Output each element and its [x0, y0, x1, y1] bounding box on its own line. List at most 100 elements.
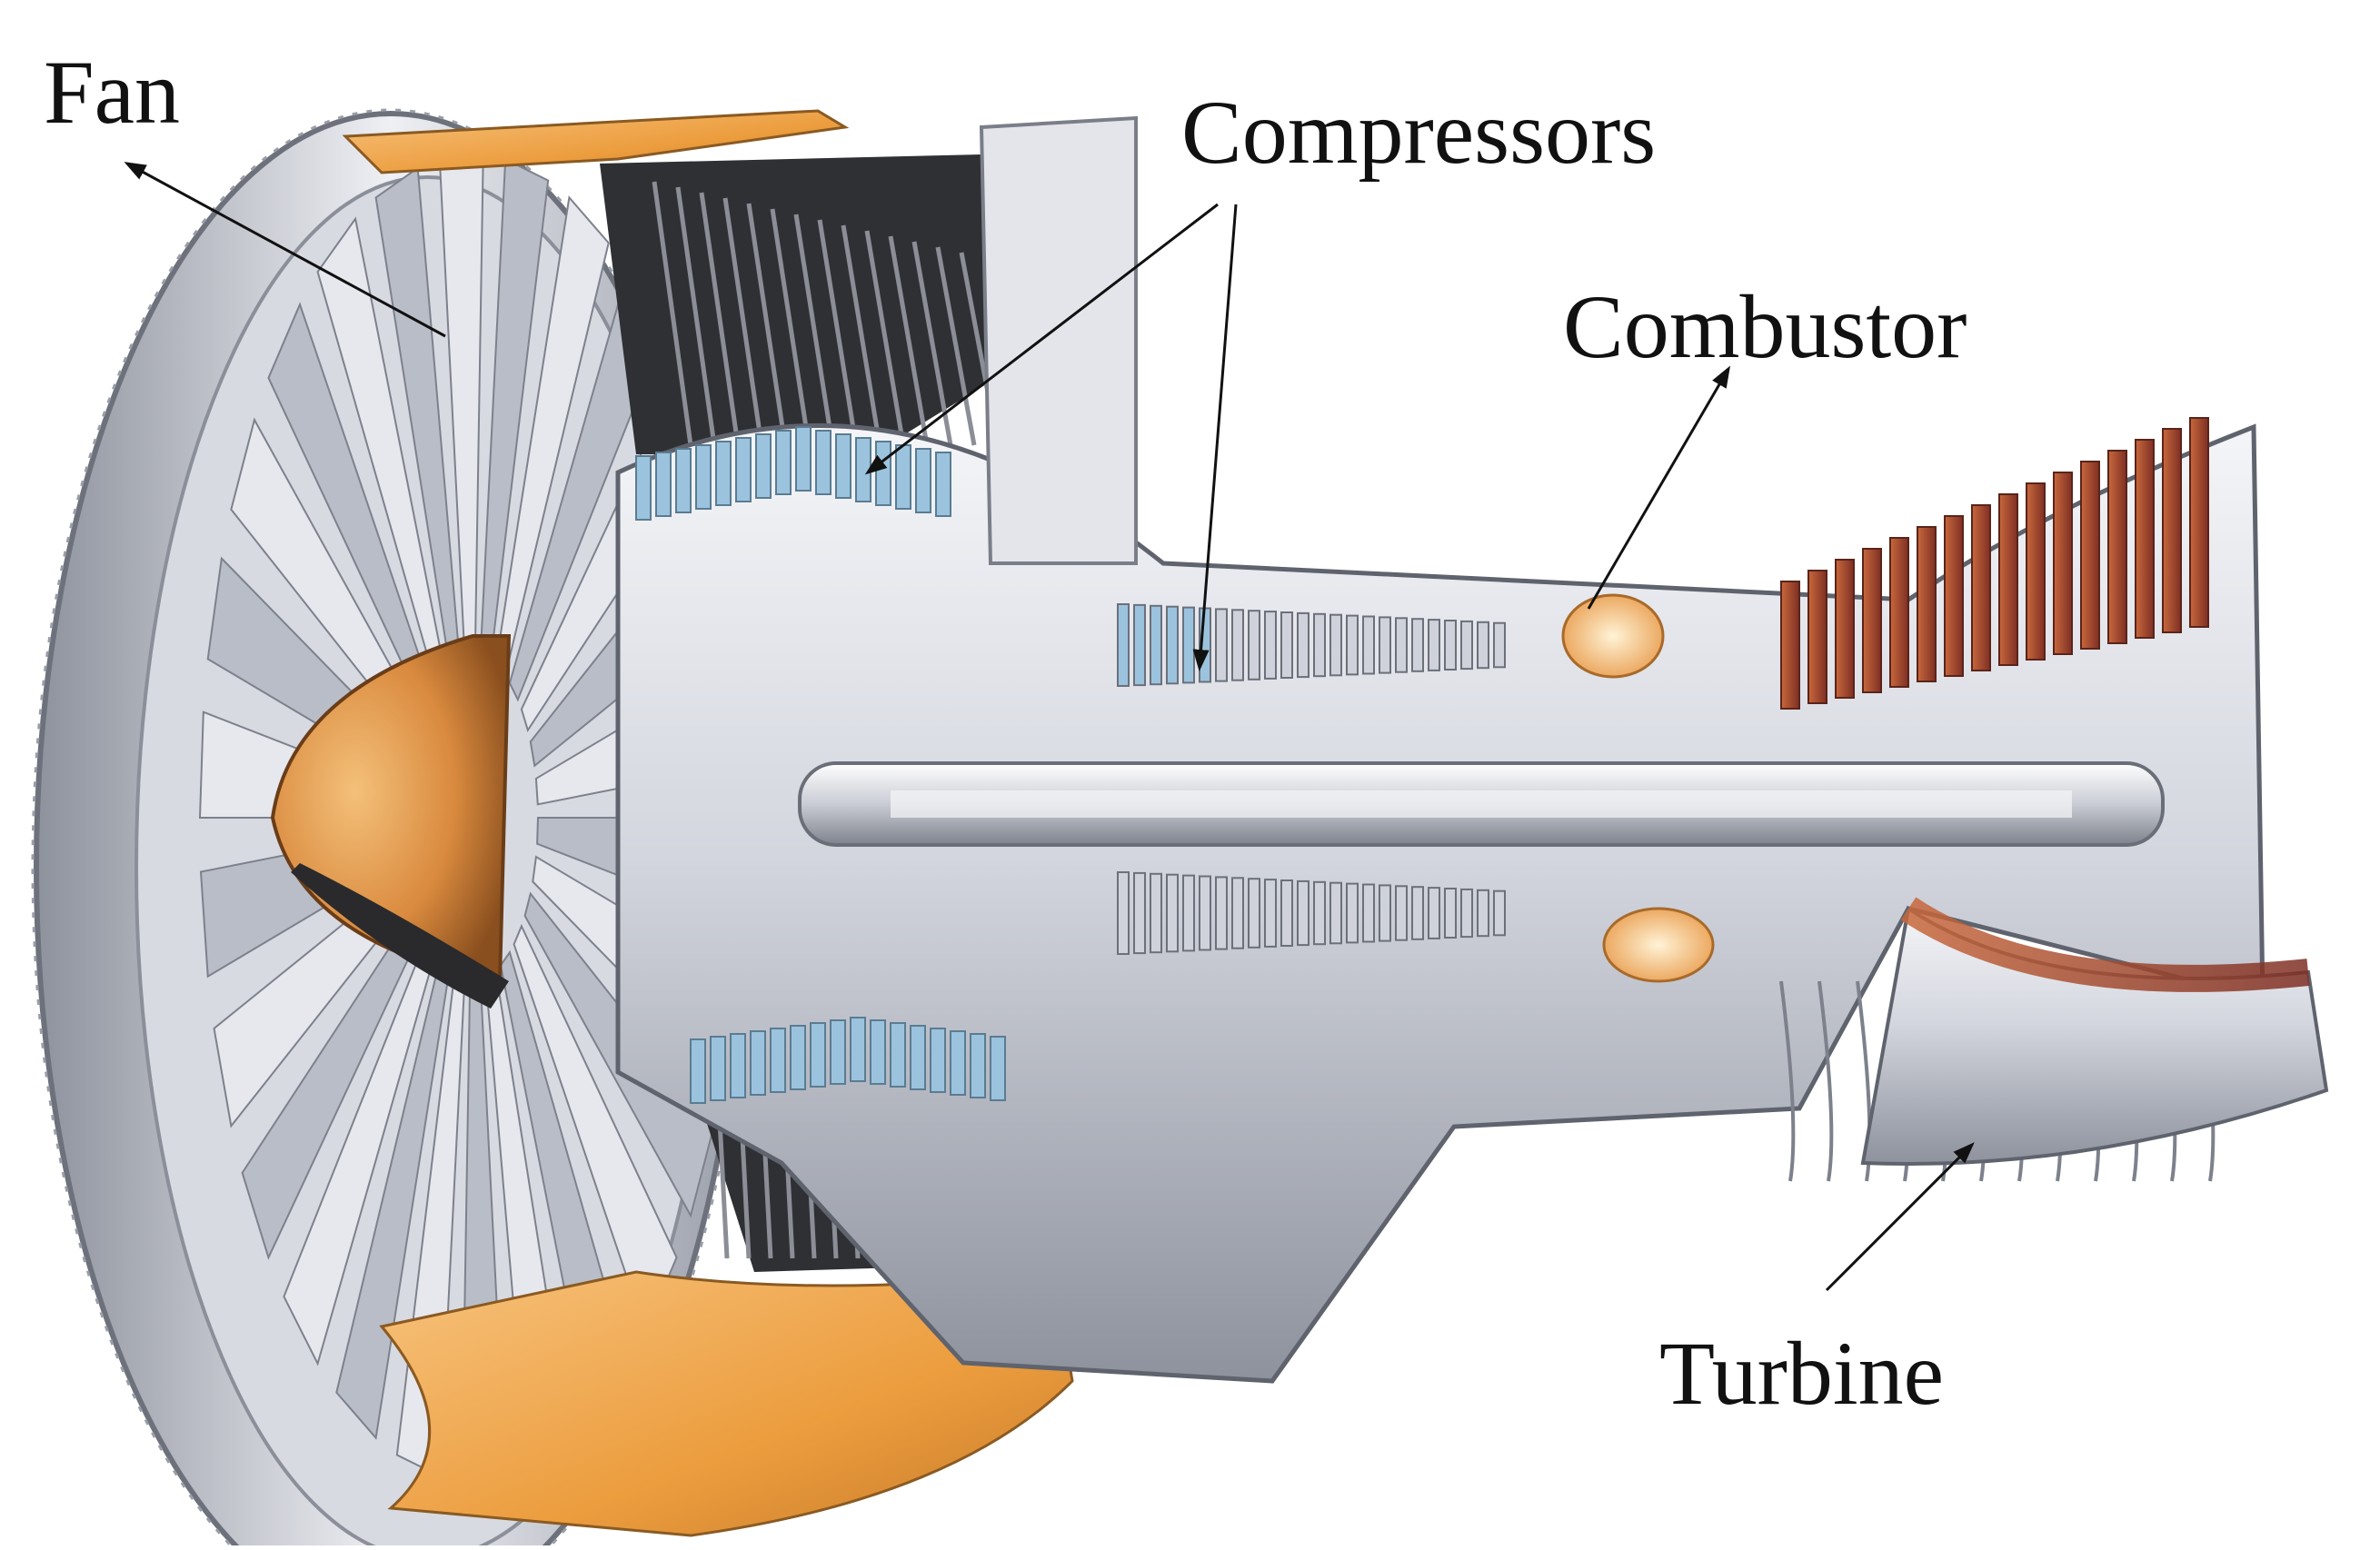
hpc-blade	[1297, 879, 1309, 947]
duct-vane	[746, 203, 788, 446]
main-shaft	[798, 761, 2165, 847]
lpc-blade	[970, 1033, 986, 1098]
hpc-blade	[1411, 886, 1424, 940]
hpc-blade	[1264, 879, 1277, 948]
hpc-blade	[1215, 876, 1228, 950]
hpc-blade	[1150, 872, 1162, 954]
turbine-blade	[1835, 559, 1855, 699]
hpc-blade	[1460, 888, 1473, 939]
lpc-blade	[655, 452, 672, 517]
lpc-blade	[930, 1028, 946, 1093]
hpc-blade	[1231, 877, 1244, 949]
hpc-blade	[1395, 617, 1408, 673]
duct-vane	[722, 197, 764, 446]
lpc-blade	[710, 1036, 726, 1101]
lpc-blade	[635, 455, 652, 521]
lpc-blade	[835, 433, 851, 499]
lpc-blade	[915, 448, 931, 513]
compressors-arrow-2	[1192, 204, 1238, 671]
hpc-blade	[1329, 613, 1342, 677]
duct-vane	[841, 224, 882, 446]
lpc-blade	[795, 426, 812, 492]
hpc-blade	[1379, 616, 1391, 674]
lpc-blade	[850, 1017, 866, 1082]
turbine-blade	[1807, 570, 1827, 704]
turbine-label: Turbine	[1659, 1323, 1945, 1424]
turbine-blade	[2080, 461, 2100, 650]
fan-label: Fan	[44, 42, 180, 143]
hpc-blade	[1460, 620, 1473, 671]
turbine-rib	[1817, 980, 1834, 1182]
label-arrows	[124, 162, 1975, 1292]
lpc-blade	[730, 1033, 746, 1098]
hpc-blade	[1411, 618, 1424, 672]
lpc-blade	[810, 1022, 826, 1088]
hpc-blade	[1346, 882, 1359, 944]
turbine-blade	[1944, 515, 1964, 677]
hpc-blade	[1346, 614, 1359, 676]
hpc-blade	[1248, 610, 1260, 681]
hpc-blade	[1428, 619, 1440, 671]
lpc-blade	[775, 430, 792, 495]
lpc-blade	[715, 441, 732, 506]
turbine-blade	[2135, 439, 2155, 639]
turbine-blade	[1971, 504, 1991, 671]
hpc-blade	[1166, 605, 1179, 685]
hpc-blade	[1280, 879, 1293, 947]
hpc-blade	[1150, 604, 1162, 686]
combustor-arrow	[1587, 365, 1731, 610]
lpc-blade	[950, 1030, 966, 1096]
lpc-blade	[675, 448, 692, 513]
lpc-blade	[690, 1038, 706, 1104]
turbine-blade	[2189, 417, 2209, 628]
duct-vane	[911, 241, 953, 446]
hpc-blade	[1444, 620, 1457, 671]
lpc-blade	[735, 437, 752, 502]
high-pressure-compressor	[1117, 603, 1506, 955]
lpc-blade	[815, 430, 832, 495]
turbine-blade	[1889, 537, 1909, 688]
hpc-blade	[1428, 887, 1440, 939]
lpc-blade	[750, 1030, 766, 1096]
lpc-blade	[790, 1025, 806, 1090]
duct-vane	[770, 208, 812, 446]
hpc-blade	[1313, 612, 1326, 678]
turbine-blade	[1998, 493, 2018, 666]
compressors-arrow-1	[864, 203, 1219, 475]
hpc-blade	[1133, 871, 1146, 955]
duct-vane	[935, 246, 977, 446]
turbine-blade	[1780, 581, 1800, 710]
hpc-blade	[1493, 621, 1506, 669]
duct-vane	[864, 230, 906, 446]
hpc-blade	[1329, 881, 1342, 945]
turbine-blade	[1862, 548, 1882, 693]
hpc-blade	[1477, 621, 1489, 670]
duct-vane	[699, 192, 741, 446]
hpc-blade	[1297, 611, 1309, 679]
hpc-blade	[1362, 615, 1375, 675]
lpc-blade	[895, 444, 911, 510]
hpc-blade	[1362, 883, 1375, 943]
turbine-blade	[2053, 472, 2073, 655]
combustor-label: Combustor	[1563, 276, 1967, 377]
nacelle	[342, 109, 1074, 1537]
hpc-blade	[1215, 608, 1228, 682]
lpc-blade	[770, 1028, 786, 1093]
turbine-blade	[2162, 428, 2182, 633]
hpc-blade	[1248, 878, 1260, 949]
fan-arrow	[124, 162, 446, 338]
hpc-blade	[1199, 875, 1211, 951]
spinner-cone	[270, 634, 512, 1008]
lpc-blade	[935, 452, 951, 517]
lpc-blade	[990, 1036, 1006, 1101]
lpc-blade	[890, 1022, 906, 1088]
hpc-blade	[1133, 603, 1146, 687]
turbine-rib	[1856, 980, 1872, 1182]
hpc-blade	[1117, 603, 1130, 687]
hpc-blade	[1264, 611, 1277, 680]
duct-vane	[793, 214, 835, 446]
low-pressure-compressor	[635, 426, 1006, 1104]
lpc-blade	[755, 433, 772, 499]
duct-vane	[675, 186, 717, 446]
hpc-blade	[1477, 889, 1489, 938]
